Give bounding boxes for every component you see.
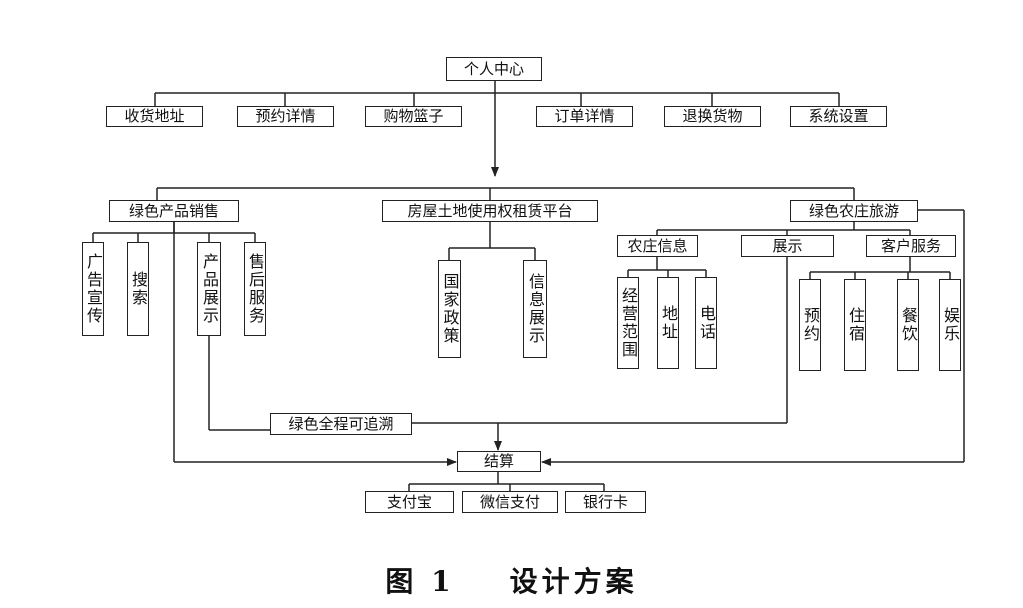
item-info-display: 信息展示: [523, 260, 547, 358]
module-land-rental: 房屋土地使用权租赁平台: [382, 200, 598, 222]
payment-wechat: 微信支付: [462, 491, 558, 513]
checkout-box: 结算: [457, 451, 541, 472]
item-national-policy: 国家政策: [438, 260, 461, 358]
personal-center-box: 个人中心: [446, 57, 542, 81]
traceability-box: 绿色全程可追溯: [270, 413, 412, 435]
payment-alipay: 支付宝: [365, 491, 454, 513]
personal-item-shipping-address: 收货地址: [106, 106, 203, 127]
module-farm-tourism: 绿色农庄旅游: [790, 200, 918, 222]
personal-item-reservation-details: 预约详情: [237, 106, 334, 127]
item-dining: 餐饮: [897, 279, 919, 371]
personal-item-order-details: 订单详情: [536, 106, 633, 127]
item-after-sales: 售后服务: [244, 242, 266, 336]
customer-service-box: 客户服务: [866, 235, 956, 257]
personal-item-shopping-basket: 购物篮子: [365, 106, 462, 127]
farm-info-box: 农庄信息: [617, 235, 698, 257]
item-reservation: 预约: [799, 279, 821, 371]
item-advertising: 广告宣传: [82, 242, 104, 336]
item-search: 搜索: [127, 242, 149, 336]
item-business-scope: 经营范围: [617, 277, 639, 369]
personal-item-system-settings: 系统设置: [790, 106, 887, 127]
figure-title: 设计方案: [509, 565, 638, 598]
item-address: 地址: [657, 277, 679, 369]
module-green-sales: 绿色产品销售: [109, 200, 239, 222]
figure-label: 图 1: [385, 565, 455, 598]
figure-caption: 图 1 设计方案: [0, 560, 1023, 600]
payment-bank-card: 银行卡: [565, 491, 646, 513]
item-phone: 电话: [695, 277, 717, 369]
personal-item-returns: 退换货物: [664, 106, 761, 127]
item-entertainment: 娱乐: [939, 279, 961, 371]
item-lodging: 住宿: [844, 279, 866, 371]
item-product-display: 产品展示: [197, 242, 221, 336]
display-box: 展示: [741, 235, 834, 257]
